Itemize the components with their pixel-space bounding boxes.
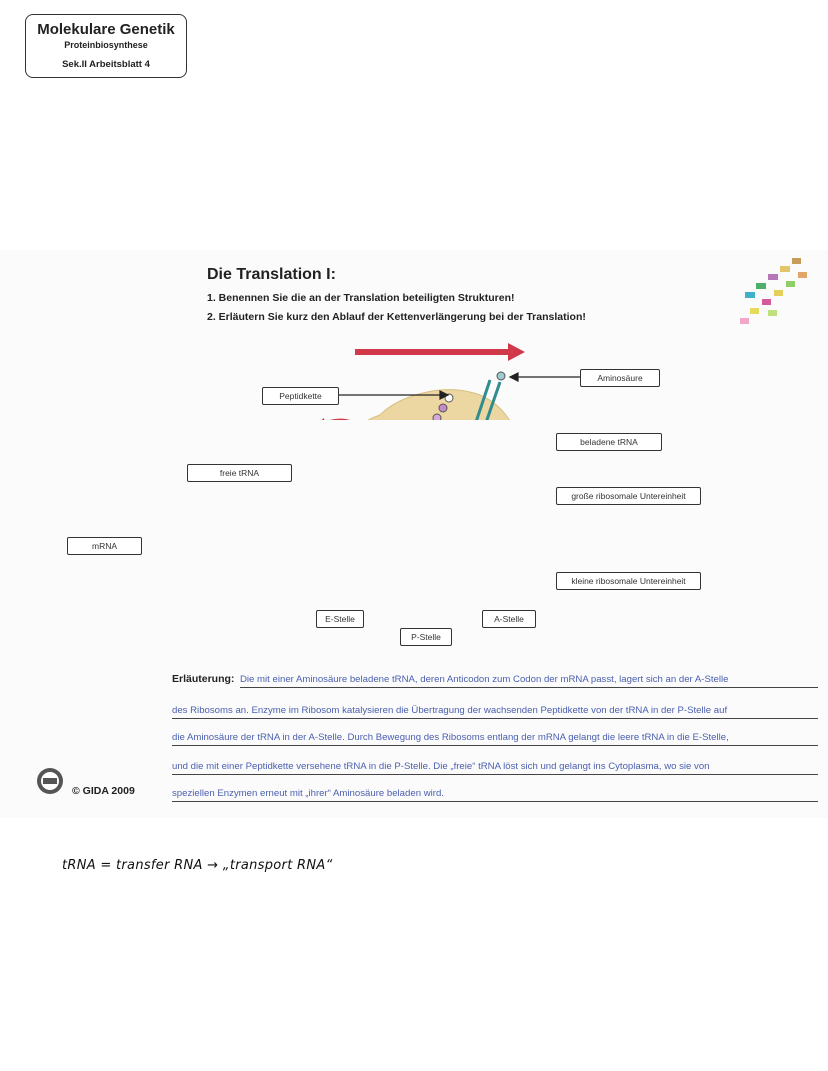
handwritten-note: tRNA = transfer RNA → „transport RNA“ (62, 858, 333, 873)
large-subunit (367, 389, 510, 420)
subject-title: Molekulare Genetik (37, 21, 175, 38)
gida-seal-icon (37, 768, 63, 794)
label-peptidkette: Peptidkette (262, 387, 339, 405)
label-freie-trna: freie tRNA (187, 464, 292, 482)
explanation-line-2: des Ribosoms an. Enzyme im Ribosom katal… (172, 704, 818, 719)
label-aminosaeure: Aminosäure (580, 369, 660, 387)
page-title: Die Translation I: (207, 266, 336, 283)
sheet-level: Sek.II Arbeitsblatt 4 (62, 59, 150, 70)
peptide-chain (432, 371, 506, 420)
task-1: 1. Benennen Sie die an der Translation b… (207, 292, 515, 304)
explanation-line-5: speziellen Enzymen erneut mit „ihrer“ Am… (172, 787, 818, 802)
worksheet (0, 250, 828, 818)
explanation-line-4: und die mit einer Peptidkette versehene … (172, 760, 818, 775)
label-grosse-untereinheit: große ribosomale Untereinheit (556, 487, 701, 505)
label-mrna: mRNA (67, 537, 142, 555)
explanation-heading: Erläuterung: (172, 673, 235, 685)
movement-arrow (355, 343, 525, 361)
amino-chain-icon (740, 258, 807, 324)
label-beladene-trna: beladene tRNA (556, 433, 662, 451)
header-box: Molekulare Genetik Proteinbiosynthese Se… (25, 14, 187, 78)
label-kleine-untereinheit: kleine ribosomale Untereinheit (556, 572, 701, 590)
topic-subtitle: Proteinbiosynthese (64, 40, 148, 50)
label-a-stelle: A-Stelle (482, 610, 536, 628)
explanation-line-3: die Aminosäure der tRNA in der A-Stelle.… (172, 731, 818, 746)
copyright: © GIDA 2009 (72, 785, 135, 797)
label-e-stelle: E-Stelle (316, 610, 364, 628)
translation-diagram: 5' 3' (321, 258, 807, 420)
trna-a-site (475, 379, 502, 420)
leader-lines (337, 372, 580, 400)
explanation-line-1: Die mit einer Aminosäure beladene tRNA, … (240, 673, 818, 688)
task-2: 2. Erläutern Sie kurz den Ablauf der Ket… (207, 311, 586, 323)
label-p-stelle: P-Stelle (400, 628, 452, 646)
